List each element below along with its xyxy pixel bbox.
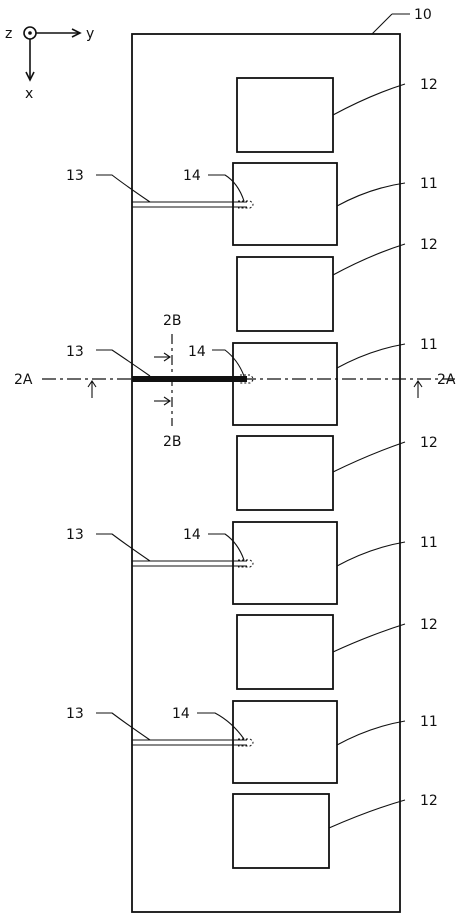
section-2b-bottom-arrowhead-icon [163, 396, 171, 406]
label-pad-11: 11 [420, 337, 438, 353]
section-2a-right-arrowhead-icon [413, 380, 423, 388]
leader-pad-12 [328, 799, 406, 829]
pad-11 [232, 162, 338, 246]
label-pad-12: 12 [420, 793, 438, 809]
section-2a-left-arrowhead-icon [87, 380, 97, 388]
leader-pad-11 [336, 343, 406, 369]
label-tip-14: 14 [183, 527, 201, 543]
coordinate-axes: z y x [5, 26, 94, 102]
pad-12 [236, 435, 334, 511]
z-axis-label: z [5, 26, 12, 42]
pad-12 [236, 77, 334, 153]
leader-pad-12 [332, 623, 406, 653]
pad-11 [232, 700, 338, 784]
pad-12 [236, 256, 334, 332]
label-substrate: 10 [414, 7, 432, 23]
label-section-2a-left: 2A [14, 372, 33, 388]
tip-14-outline [238, 559, 254, 568]
label-section-2b-top: 2B [163, 313, 182, 329]
line-13-section [132, 376, 247, 382]
pad-12 [236, 614, 334, 690]
label-pad-12: 12 [420, 77, 438, 93]
label-pad-12: 12 [420, 617, 438, 633]
y-axis-arrowhead-icon [71, 28, 82, 38]
pad-11-group-3: 13 14 11 [66, 521, 438, 605]
label-section-2a-right: 2A [437, 372, 456, 388]
pad-11-group-4: 13 14 11 [66, 700, 438, 784]
leader-line-13 [96, 712, 151, 741]
pad-12-group-2: 12 [236, 237, 438, 332]
leader-pad-11 [336, 182, 406, 207]
section-line-2b: 2B 2B [154, 313, 182, 450]
pad-12-group-4: 12 [236, 614, 438, 690]
pad-12-group-5: 12 [232, 793, 438, 869]
pad-12-group-1: 12 [236, 77, 438, 153]
leader-tip-14 [208, 174, 245, 202]
leader-pad-12 [332, 83, 406, 116]
pad-11-group-1: 13 14 11 [66, 162, 438, 246]
pad-11 [232, 521, 338, 605]
leader-substrate [371, 13, 393, 35]
leader-line-13 [96, 174, 151, 203]
tip-14-outline [238, 200, 254, 209]
z-axis-dot-icon [28, 31, 32, 35]
label-tip-14: 14 [188, 344, 206, 360]
label-tip-14: 14 [183, 168, 201, 184]
leader-line-13 [96, 349, 151, 377]
label-pad-11: 11 [420, 176, 438, 192]
tip-14-outline [240, 374, 254, 384]
leader-tip-14 [197, 712, 245, 740]
label-line-13: 13 [66, 706, 84, 722]
x-axis-label: x [25, 86, 33, 102]
label-pad-11: 11 [420, 714, 438, 730]
pad-12-group-3: 12 [236, 435, 438, 511]
label-line-13: 13 [66, 344, 84, 360]
leader-tip-14 [208, 533, 245, 561]
label-pad-12: 12 [420, 237, 438, 253]
section-2b-top-arrowhead-icon [163, 352, 171, 362]
label-tip-14: 14 [172, 706, 190, 722]
leader-pad-11 [336, 541, 406, 567]
leader-pad-12 [332, 441, 406, 473]
pad-11 [232, 342, 338, 426]
section-line-2a: 2A 2A [14, 372, 456, 398]
x-axis-arrowhead-icon [25, 71, 35, 82]
label-pad-11: 11 [420, 535, 438, 551]
label-pad-12: 12 [420, 435, 438, 451]
label-line-13: 13 [66, 168, 84, 184]
leader-line-13 [96, 533, 151, 562]
leader-tip-14 [212, 349, 245, 377]
leader-pad-12 [332, 243, 406, 276]
label-line-13: 13 [66, 527, 84, 543]
tip-14-outline [238, 738, 254, 747]
y-axis-label: y [86, 26, 94, 42]
pad-12 [232, 793, 330, 869]
pad-11-group-2: 13 14 11 [66, 337, 438, 426]
label-section-2b-bottom: 2B [163, 434, 182, 450]
leader-pad-11 [336, 720, 406, 746]
